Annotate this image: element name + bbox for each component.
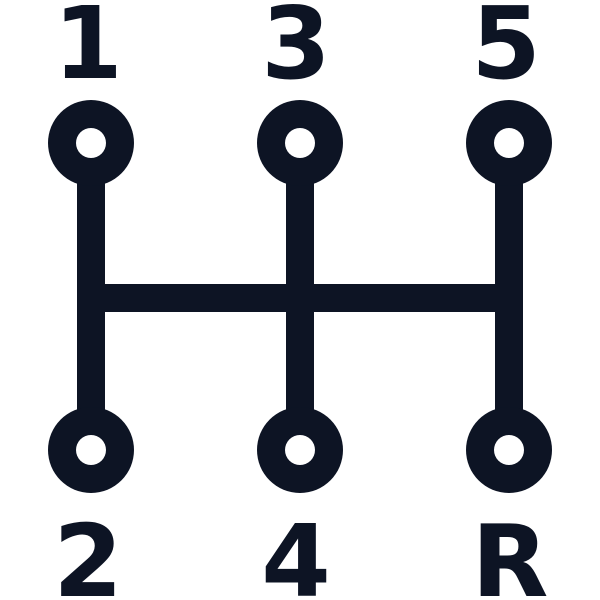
- knob-hole: [76, 435, 106, 465]
- shift-gate-lines: [77, 143, 523, 450]
- knob-hole: [285, 435, 315, 465]
- knob-hole: [494, 435, 524, 465]
- gear-label-r: R: [471, 503, 548, 600]
- knob-hole: [76, 128, 106, 158]
- gear-label-3: 3: [261, 0, 331, 102]
- gear-label-4: 4: [261, 503, 331, 600]
- knob-hole: [494, 128, 524, 158]
- knob-hole: [285, 128, 315, 158]
- gear-label-2: 2: [53, 503, 123, 600]
- gear-label-5: 5: [471, 0, 541, 102]
- gear-label-1: 1: [53, 0, 123, 102]
